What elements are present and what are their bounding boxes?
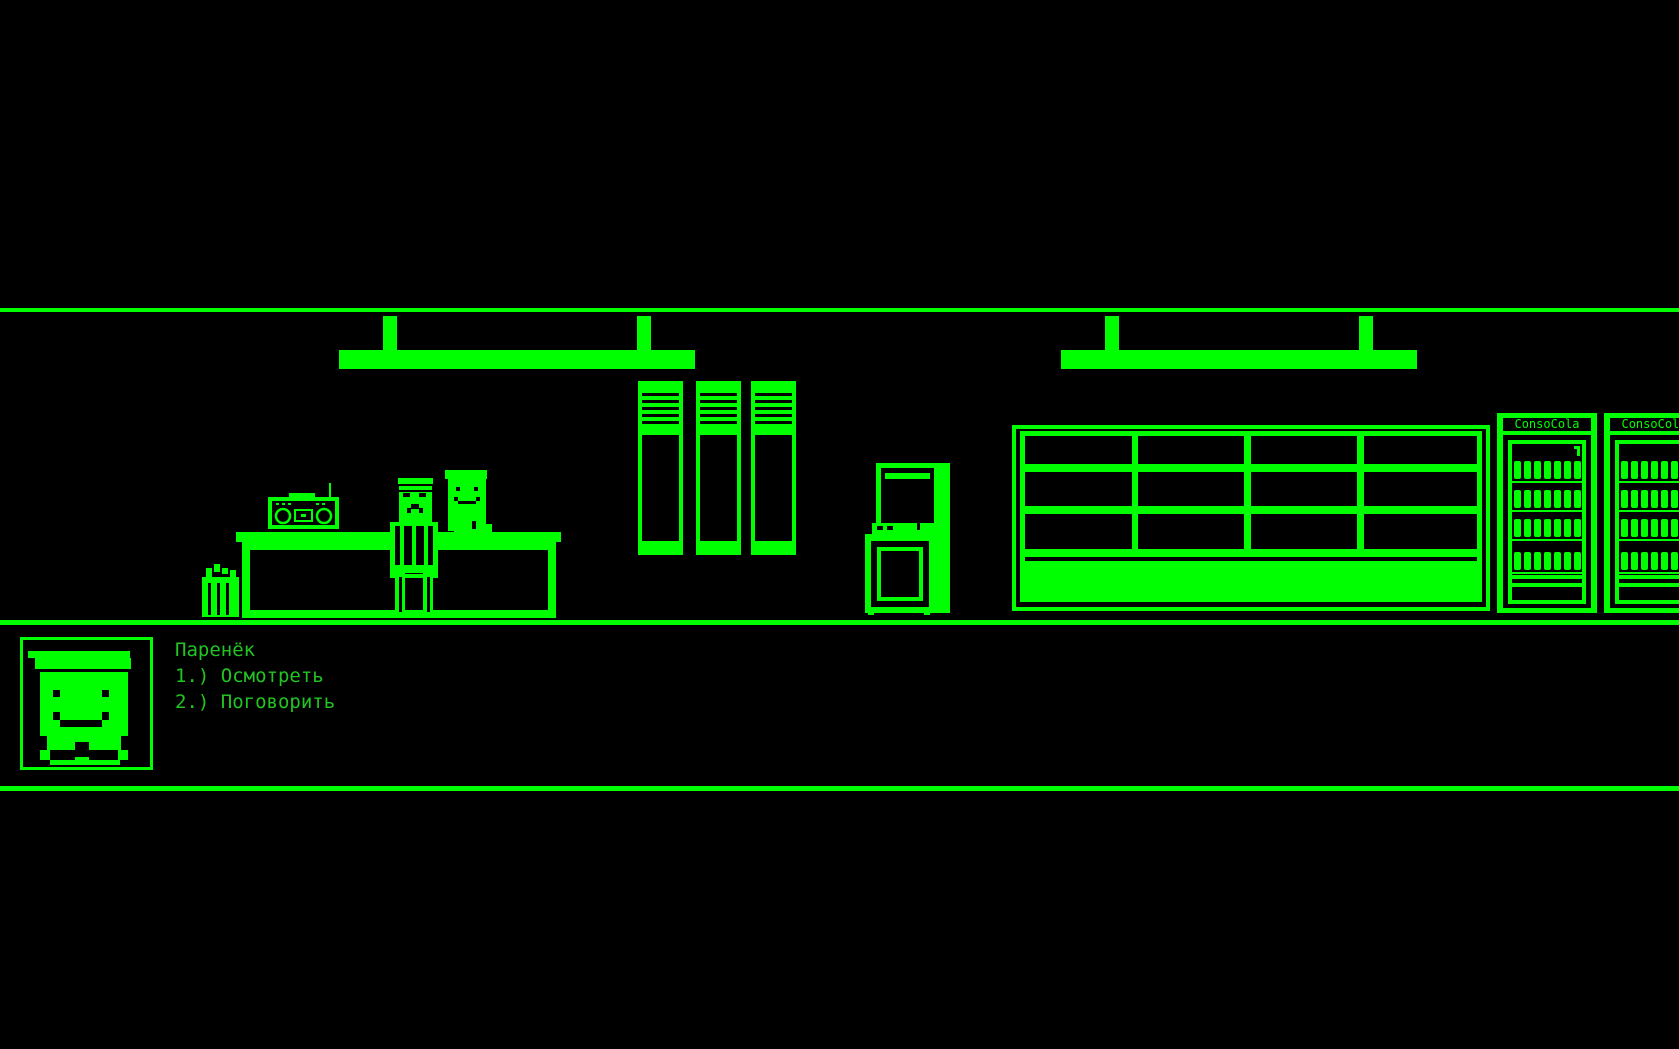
soda-can bbox=[1671, 552, 1678, 570]
soda-can bbox=[1574, 519, 1581, 537]
soda-can bbox=[1671, 461, 1678, 479]
vending-shelf bbox=[1512, 539, 1582, 541]
soda-can bbox=[1564, 490, 1571, 508]
vending-shelf bbox=[1512, 510, 1582, 512]
boombox-icon bbox=[268, 483, 339, 529]
soda-can bbox=[1574, 461, 1581, 479]
floor-line bbox=[0, 620, 1679, 625]
option-label: Поговорить bbox=[220, 691, 336, 713]
soda-can bbox=[1554, 461, 1561, 479]
soda-can bbox=[1514, 490, 1521, 508]
soda-can bbox=[1544, 461, 1551, 479]
ceiling-line bbox=[0, 308, 1679, 312]
soda-can bbox=[1641, 490, 1648, 508]
speaker-portrait bbox=[20, 637, 153, 770]
soda-can bbox=[1514, 461, 1521, 479]
ceiling-lamp-right-icon bbox=[1061, 316, 1417, 369]
vending-shelf bbox=[1512, 481, 1582, 483]
boy-face-icon bbox=[28, 651, 131, 765]
soda-can bbox=[1661, 519, 1668, 537]
soda-can bbox=[1631, 519, 1638, 537]
vending-shelf bbox=[1619, 481, 1679, 483]
soda-can bbox=[1534, 461, 1541, 479]
soda-can bbox=[1554, 490, 1561, 508]
soda-can bbox=[1621, 519, 1628, 537]
soda-can bbox=[1524, 552, 1531, 570]
vending-shelf bbox=[1619, 539, 1679, 541]
soda-can bbox=[1534, 552, 1541, 570]
soda-can bbox=[1621, 552, 1628, 570]
soda-can bbox=[1641, 519, 1648, 537]
vending-machine-2: ConsoCola bbox=[1604, 413, 1679, 613]
arcade-machine-icon bbox=[865, 463, 950, 615]
option-number: 2.) bbox=[175, 691, 210, 713]
soda-can bbox=[1651, 461, 1658, 479]
vending-machine-label: ConsoCola bbox=[1621, 417, 1679, 431]
dialog-bottom-line bbox=[0, 786, 1679, 791]
trash-bin-icon bbox=[202, 564, 239, 617]
soda-can bbox=[1661, 461, 1668, 479]
soda-can bbox=[1661, 552, 1668, 570]
soda-can bbox=[1631, 461, 1638, 479]
soda-can bbox=[1554, 552, 1561, 570]
option-number: 1.) bbox=[175, 665, 210, 687]
vending-machine-label: ConsoCola bbox=[1514, 417, 1579, 431]
soda-can bbox=[1651, 490, 1658, 508]
soda-can bbox=[1524, 461, 1531, 479]
soda-can bbox=[1524, 519, 1531, 537]
vending-machine-1: ConsoCola bbox=[1497, 413, 1597, 613]
soda-can bbox=[1671, 519, 1678, 537]
soda-can bbox=[1641, 552, 1648, 570]
soda-can bbox=[1661, 490, 1668, 508]
soda-can bbox=[1554, 519, 1561, 537]
player-character-icon bbox=[390, 478, 438, 618]
soda-can bbox=[1514, 519, 1521, 537]
soda-can bbox=[1621, 461, 1628, 479]
soda-can bbox=[1544, 490, 1551, 508]
soda-can bbox=[1514, 552, 1521, 570]
soda-can bbox=[1564, 519, 1571, 537]
soda-can bbox=[1534, 490, 1541, 508]
soda-can bbox=[1631, 552, 1638, 570]
soda-can bbox=[1544, 519, 1551, 537]
ceiling-lamp-left-icon bbox=[339, 316, 695, 369]
dialog-option-talk[interactable]: 2.) Поговорить bbox=[175, 689, 335, 715]
soda-can bbox=[1631, 490, 1638, 508]
soda-can bbox=[1544, 552, 1551, 570]
shopkeeper-boy-icon bbox=[445, 470, 492, 532]
soda-can bbox=[1564, 552, 1571, 570]
soda-can bbox=[1641, 461, 1648, 479]
soda-can bbox=[1574, 552, 1581, 570]
lockers-icon bbox=[638, 381, 796, 555]
store-shelves-icon bbox=[1012, 425, 1490, 611]
soda-can bbox=[1621, 490, 1628, 508]
vending-shelf bbox=[1619, 510, 1679, 512]
soda-can bbox=[1671, 490, 1678, 508]
soda-can bbox=[1534, 519, 1541, 537]
soda-can bbox=[1651, 519, 1658, 537]
soda-can bbox=[1574, 490, 1581, 508]
soda-can bbox=[1651, 552, 1658, 570]
vending-shelf bbox=[1619, 572, 1679, 574]
soda-cans-icon bbox=[1512, 461, 1679, 574]
dialog-speaker-name: Паренёк bbox=[175, 639, 256, 661]
vending-shelf bbox=[1512, 572, 1582, 574]
option-label: Осмотреть bbox=[220, 665, 324, 687]
soda-can bbox=[1524, 490, 1531, 508]
soda-can bbox=[1564, 461, 1571, 479]
dialog-option-inspect[interactable]: 1.) Осмотреть bbox=[175, 663, 324, 689]
